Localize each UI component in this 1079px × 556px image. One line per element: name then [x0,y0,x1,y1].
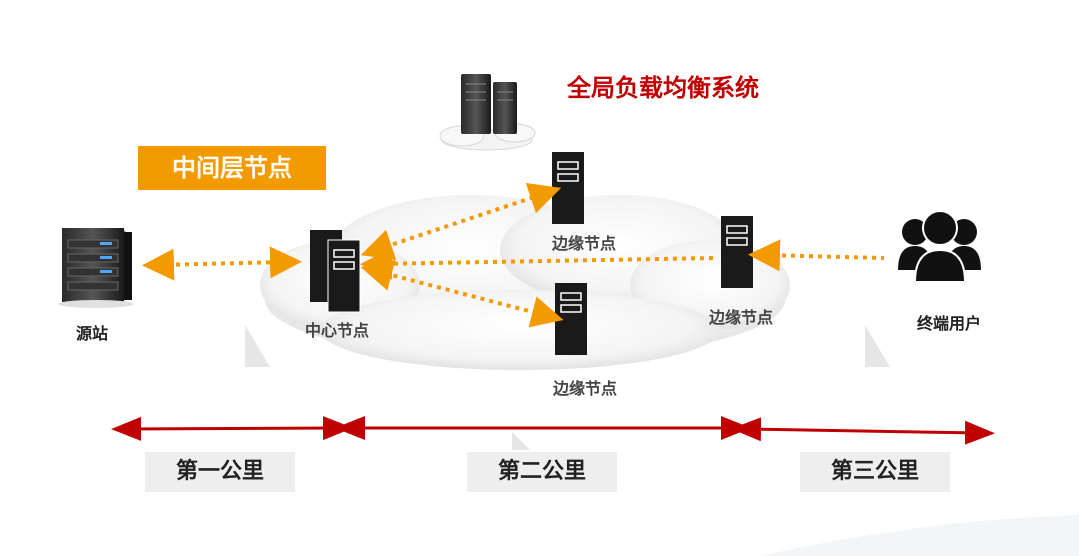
diagram-title: 全局负载均衡系统 [567,74,759,102]
server-tower-icon [58,228,134,308]
center-node-label: 中心节点 [304,321,370,340]
link-edge-users [748,239,885,272]
server-rack-icon [721,216,753,288]
decor-triangle [512,432,530,450]
server-rack-icon [555,283,587,355]
origin-label: 源站 [75,324,109,343]
edge-node-top-label: 边缘节点 [551,234,617,253]
connections [142,182,885,328]
mile-label-3: 第三公里 [800,452,950,492]
server-rack-icon [552,152,584,224]
decor-swoosh [760,515,1079,556]
mile-arrows [111,416,995,445]
middle-layer-badge: 中间层节点 [138,146,326,190]
mile-label-1: 第一公里 [145,452,295,492]
edge-node-right-label: 边缘节点 [708,308,774,327]
users-icon [898,210,981,283]
decor-triangle [245,325,270,367]
link-center-edge-top [360,182,562,261]
mile-arrow-1 [111,416,353,441]
server-rack-icon [310,230,361,313]
decor-triangle [865,325,890,367]
edge-node-bottom-label: 边缘节点 [552,379,618,398]
users-label: 终端用户 [916,314,982,333]
mile-arrow-3 [731,417,995,445]
cloud-servers-icon [439,74,536,151]
link-origin-center [142,246,302,281]
link-center-edge-bottom [360,259,564,328]
mile-label-2: 第二公里 [467,452,617,492]
